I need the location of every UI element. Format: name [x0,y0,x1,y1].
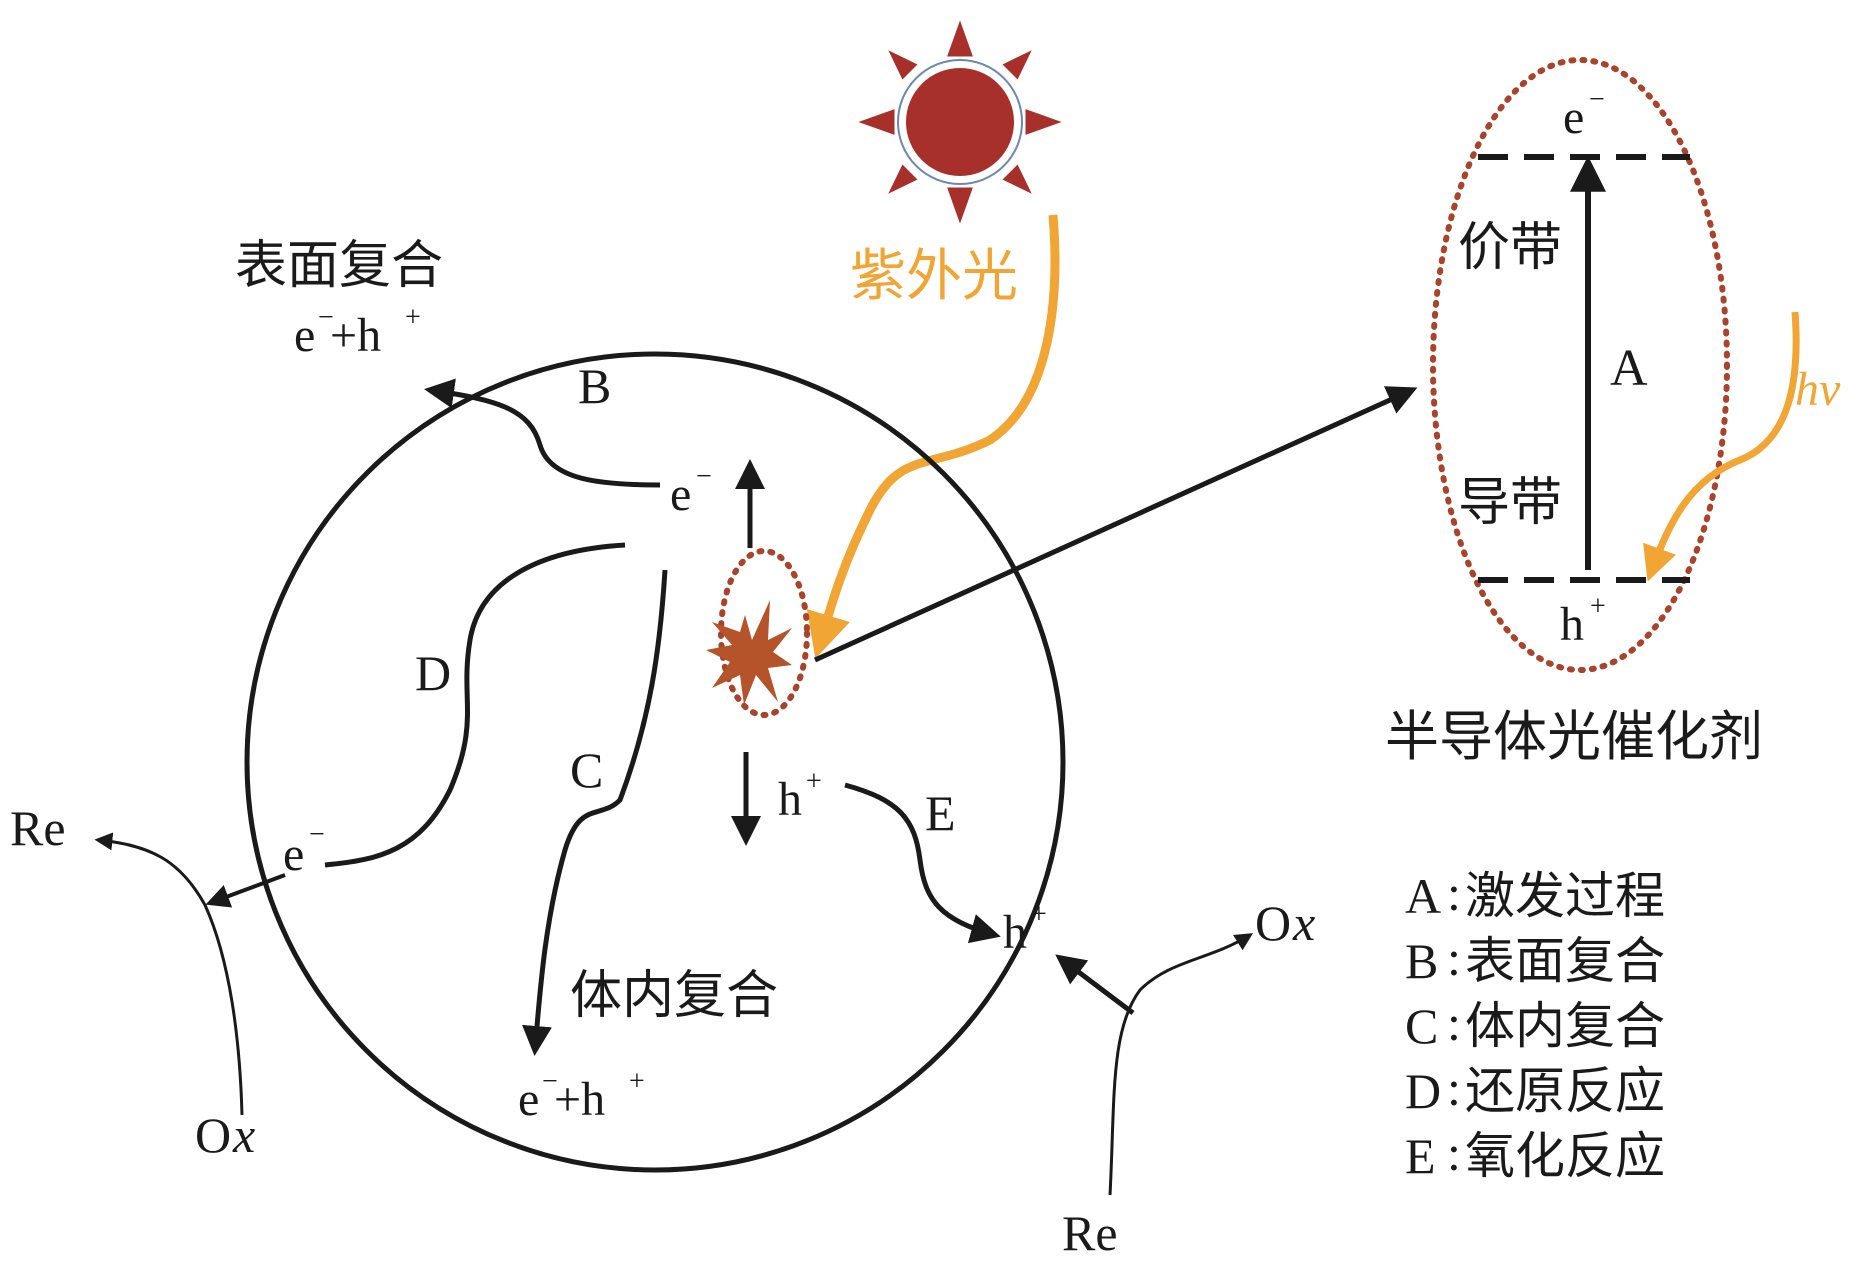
process-a-label: A [1610,340,1648,397]
reduction-electron-arrow [210,875,285,903]
svg-text:+h: +h [554,1073,605,1126]
legend: A : 激发过程 B : 表面复合 C : 体内复合 D : 还原反应 E : … [1405,865,1665,1185]
path-d-label: D [415,645,451,701]
reduction-reaction-curve [98,840,242,1115]
svg-text::: : [1447,995,1461,1051]
svg-text::: : [1447,1060,1461,1116]
svg-text:−: − [1589,84,1605,115]
conduction-band-label: 导带 [1458,473,1562,533]
svg-text:+: + [1590,591,1606,622]
svg-text:E: E [1405,1128,1436,1184]
svg-text:还原反应: 还原反应 [1465,1062,1665,1120]
reduction-ox-label: O x [195,1107,255,1163]
svg-text:−: − [309,819,325,850]
path-d-reduction [325,545,625,865]
svg-text::: : [1447,930,1461,986]
svg-text:+: + [1031,899,1047,930]
svg-text:h: h [1003,906,1027,959]
svg-text:表面复合: 表面复合 [1465,932,1665,990]
path-c-label: C [570,742,603,798]
svg-text:x: x [232,1107,255,1163]
surface-recombination-title: 表面复合 [235,236,443,296]
svg-text:O: O [1255,895,1291,951]
legend-item: A : 激发过程 [1405,865,1665,925]
oxidation-re-label: Re [1062,1205,1118,1261]
svg-text:e: e [518,1073,539,1126]
svg-text:C: C [1405,998,1438,1054]
svg-text:h: h [778,773,802,826]
bulk-recombination-title: 体内复合 [570,966,778,1026]
path-e-oxidation [845,785,995,935]
zoom-arrow [815,390,1412,660]
hv-label: hv [1795,363,1841,416]
svg-text:x: x [1292,895,1315,951]
path-b-surface-recombination [430,390,660,485]
svg-text:体内复合: 体内复合 [1465,997,1665,1055]
reduction-re-label: Re [10,800,66,856]
inset-electron-label: e − [1563,84,1605,144]
svg-text:激发过程: 激发过程 [1465,867,1665,925]
svg-text:+: + [629,1066,645,1097]
svg-text:e: e [670,468,691,521]
svg-text:h: h [1560,598,1584,651]
bulk-recombination-formula: e − +h + [518,1066,645,1126]
svg-text:氧化反应: 氧化反应 [1465,1127,1665,1185]
legend-item: D : 还原反应 [1405,1060,1665,1120]
svg-text:D: D [1405,1063,1441,1119]
legend-item: B : 表面复合 [1405,930,1665,990]
oxidation-reaction-curve [1110,935,1250,1195]
catalyst-particle [247,354,1063,1170]
center-electron-label: e − [670,461,712,521]
svg-text:B: B [1405,933,1438,989]
path-e-label: E [925,785,956,841]
svg-text:+: + [405,302,421,333]
reduction-electron-label: e − [283,819,325,881]
hole-transfer-arrow [1060,958,1133,1013]
svg-text:e: e [294,309,315,362]
uv-light-label: 紫外光 [850,244,1018,309]
surface-recombination-formula: e − +h + [294,302,421,362]
excitation-burst-icon [706,600,792,705]
svg-text:e: e [283,828,304,881]
svg-text:−: − [696,461,712,492]
svg-text::: : [1447,1125,1461,1181]
svg-text:+h: +h [330,309,381,362]
legend-item: E : 氧化反应 [1405,1125,1665,1185]
legend-item: C : 体内复合 [1405,995,1665,1055]
svg-text:O: O [195,1107,231,1163]
surface-hole-label: h + [1003,899,1047,959]
inset-caption: 半导体光催化剂 [1385,705,1763,768]
svg-text:A: A [1405,868,1441,924]
center-hole-label: h + [778,766,822,826]
sun-icon [854,16,1066,228]
path-b-label: B [578,358,611,414]
inset-hole-label: h + [1560,591,1606,651]
svg-text::: : [1447,865,1461,921]
svg-text:e: e [1563,91,1584,144]
valence-band-label: 价带 [1458,218,1562,278]
svg-text:+: + [806,766,822,797]
oxidation-ox-label: O x [1255,895,1315,951]
